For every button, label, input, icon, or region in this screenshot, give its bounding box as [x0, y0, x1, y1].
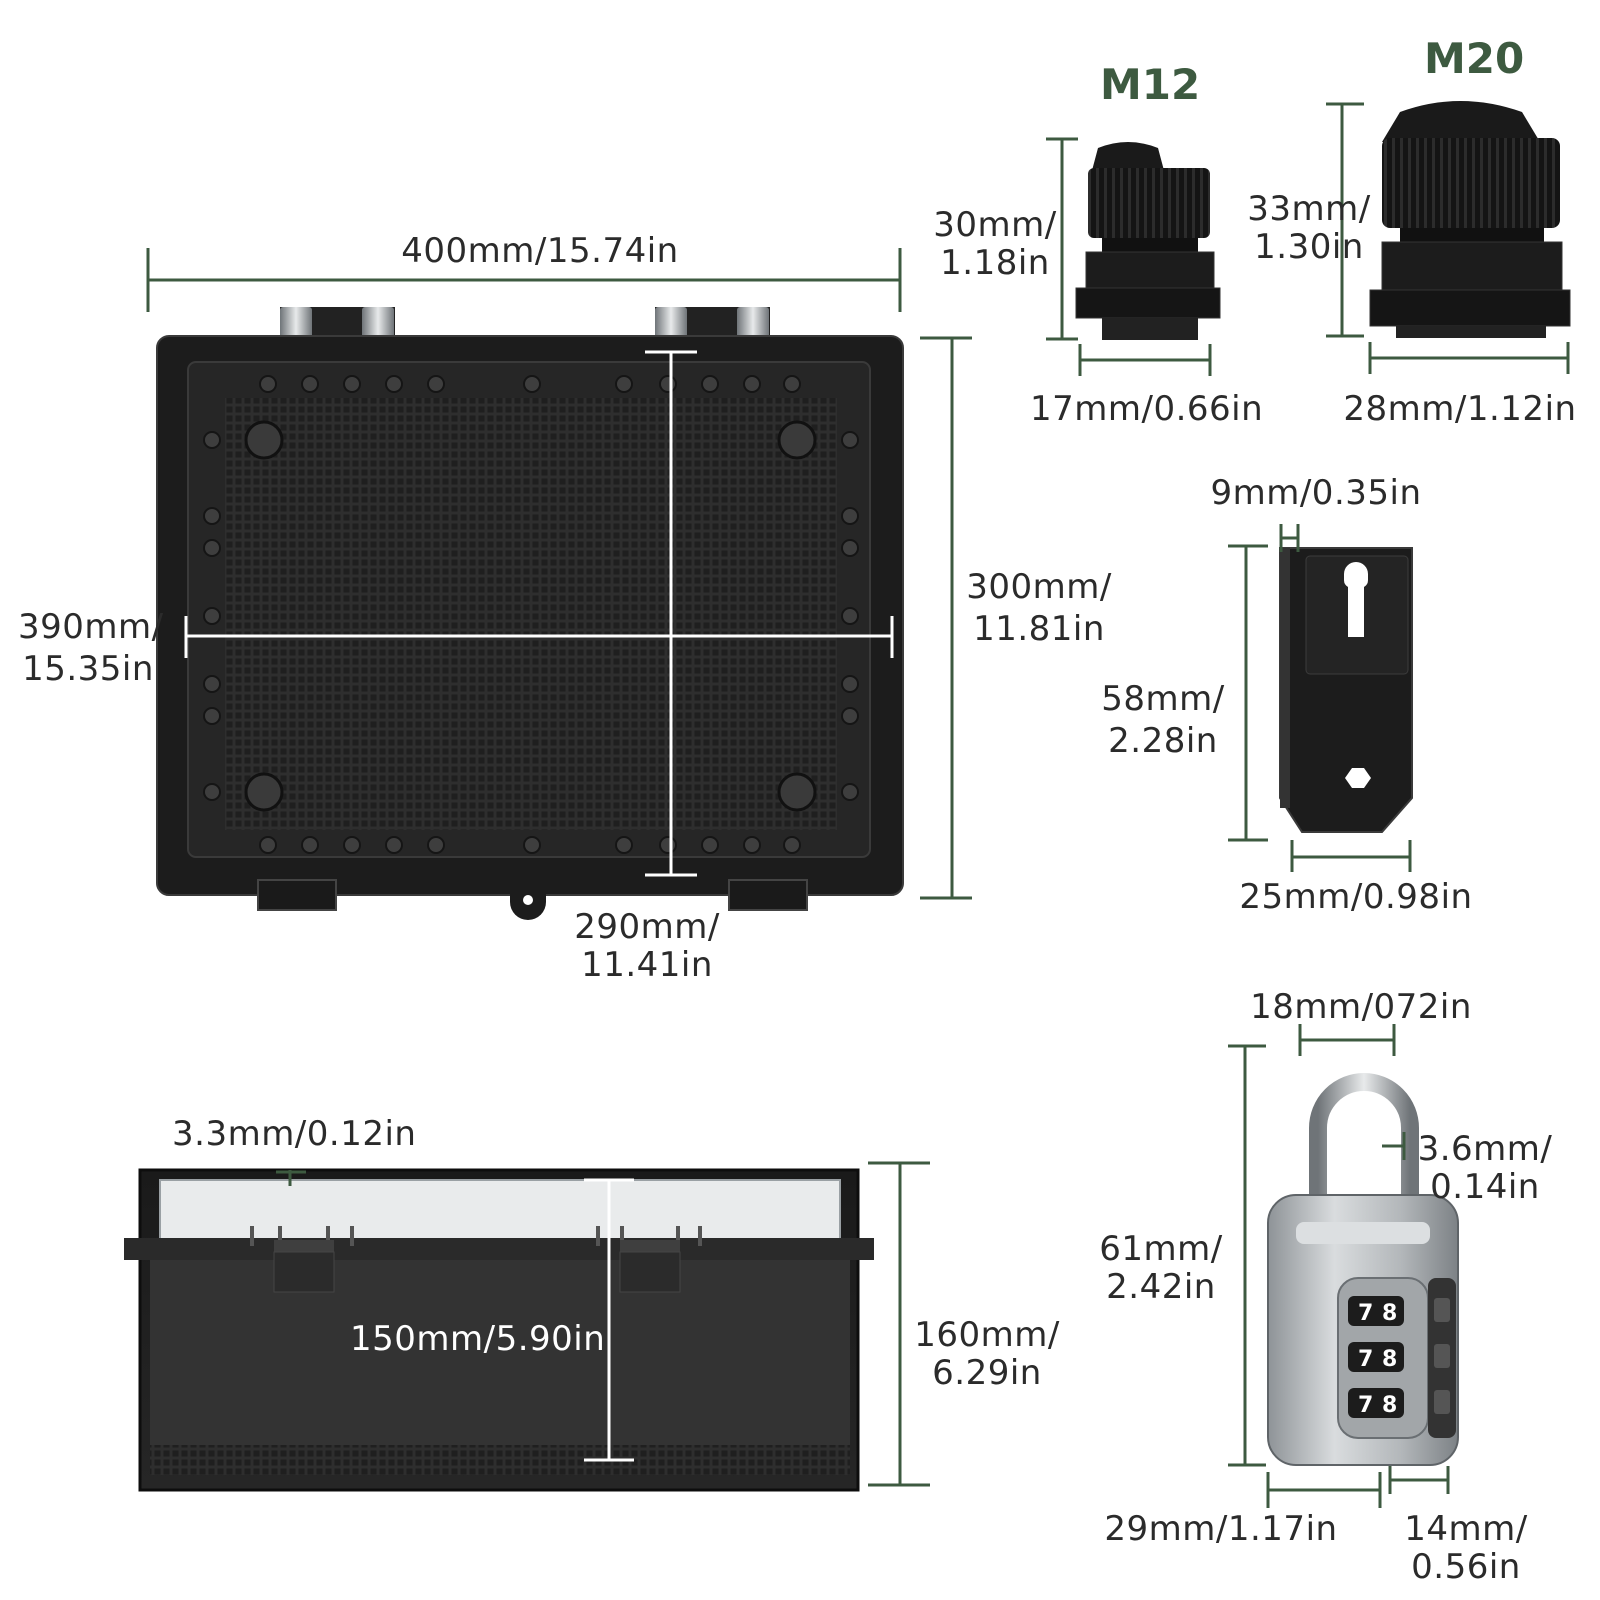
enclosure-side-view — [124, 1161, 930, 1492]
dial-digit: 8 — [1382, 1301, 1397, 1326]
m20-width-label: 28mm/1.12in — [1343, 389, 1577, 429]
dial-digit: 8 — [1382, 1347, 1397, 1372]
shackle-width-label: 18mm/072in — [1250, 987, 1472, 1027]
m12-width-label: 17mm/0.66in — [1030, 389, 1264, 429]
bracket-height-label-2: 2.28in — [1108, 721, 1218, 761]
hinge-left — [280, 307, 395, 341]
shackle-dia-label-1: 3.6mm/ — [1417, 1129, 1553, 1169]
dial-digit: 7 — [1358, 1393, 1373, 1418]
hinge-right — [655, 307, 770, 341]
bracket-width-label: 25mm/0.98in — [1239, 877, 1473, 917]
enclosure-inner-height-label-1: 290mm/ — [574, 907, 720, 947]
m12-height-label-1: 30mm/ — [933, 205, 1057, 245]
m12-title: M12 — [1100, 60, 1201, 109]
wall-thickness-label: 3.3mm/0.12in — [172, 1114, 417, 1154]
enclosure-inner-height-label-2: 11.41in — [581, 945, 713, 985]
enclosure-dimension-lines — [146, 248, 972, 900]
padlock-height-label-2: 2.42in — [1106, 1267, 1216, 1307]
padlock-depth-label-1: 14mm/ — [1404, 1509, 1528, 1549]
enclosure-mounting-grid — [225, 398, 837, 830]
m20-height-label-1: 33mm/ — [1247, 189, 1371, 229]
enclosure-inner-width-label-1: 390mm/ — [18, 607, 164, 647]
dial-digit: 7 — [1358, 1301, 1373, 1326]
inner-depth-label: 150mm/5.90in — [350, 1319, 606, 1359]
dial-digit: 7 — [1358, 1347, 1373, 1372]
side-inner-depth-line — [584, 1178, 634, 1462]
m12-height-label-2: 1.18in — [940, 243, 1050, 283]
m20-height-label-2: 1.30in — [1254, 227, 1364, 267]
padlock-height-label-1: 61mm/ — [1099, 1229, 1223, 1269]
enclosure-height-label-2: 11.81in — [973, 609, 1105, 649]
cable-gland-m12 — [1046, 137, 1221, 376]
m20-title: M20 — [1424, 34, 1525, 83]
wall-mount-bracket — [1228, 524, 1413, 872]
dial-digit: 8 — [1382, 1393, 1397, 1418]
shackle-dia-label-2: 0.14in — [1430, 1167, 1540, 1207]
enclosure-width-label: 400mm/15.74in — [401, 231, 679, 271]
bracket-thickness-label: 9mm/0.35in — [1210, 473, 1422, 513]
depth-label-1: 160mm/ — [914, 1315, 1060, 1355]
padlock-depth-label-2: 0.56in — [1411, 1547, 1521, 1587]
padlock-width-label: 29mm/1.17in — [1104, 1509, 1338, 1549]
enclosure-inner-width-label-2: 15.35in — [22, 649, 154, 689]
inner-dimension-lines — [184, 350, 894, 877]
side-dimension-lines — [276, 1161, 930, 1487]
enclosure-top-view — [146, 248, 972, 920]
cable-gland-m20 — [1326, 101, 1571, 374]
enclosure-height-label-1: 300mm/ — [966, 567, 1112, 607]
depth-label-2: 6.29in — [932, 1353, 1042, 1393]
bracket-height-label-1: 58mm/ — [1101, 679, 1225, 719]
